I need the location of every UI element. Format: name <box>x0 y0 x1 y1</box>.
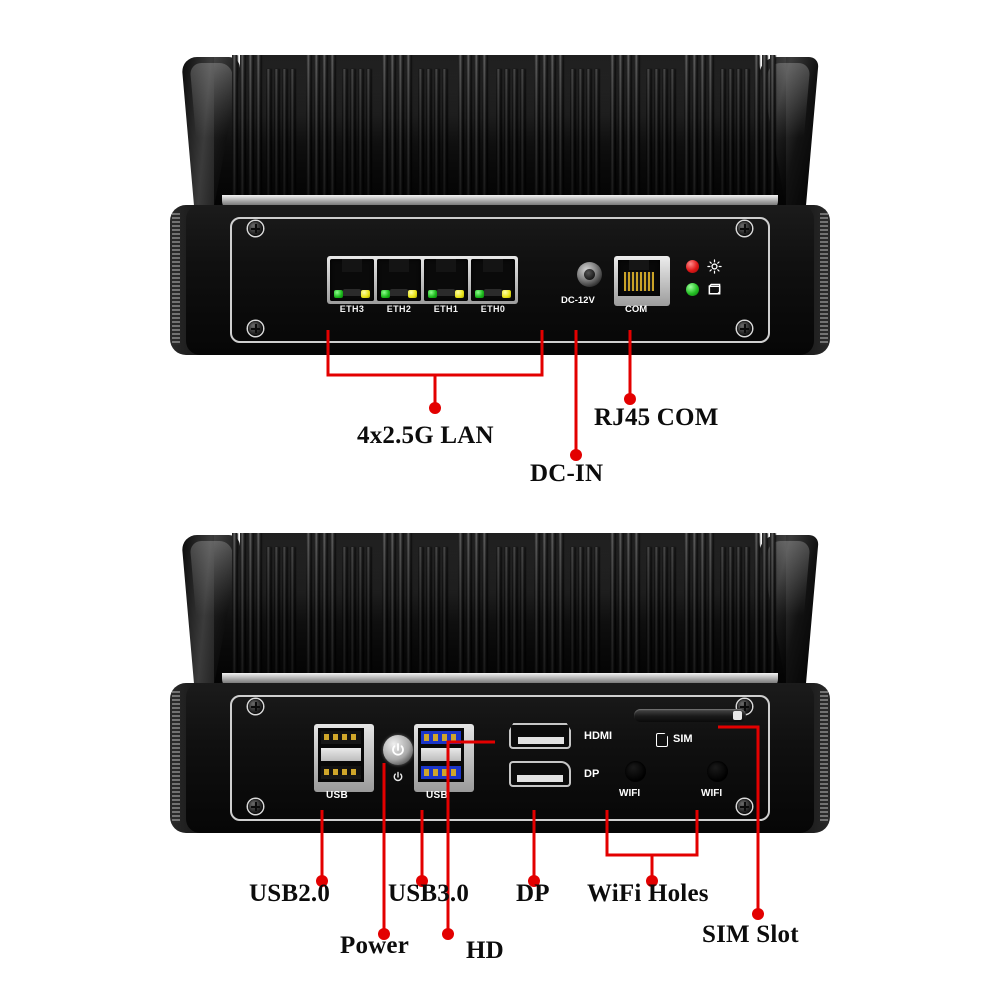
chassis-rear: ETH3 ETH2 ETH1 ETH0 DC-12V COM <box>170 55 830 355</box>
power-button[interactable] <box>383 735 413 765</box>
power-indicator-icon <box>393 771 403 782</box>
eth1-label: ETH1 <box>433 304 459 314</box>
ethernet-port-bank <box>327 256 518 304</box>
dc-power-jack[interactable] <box>577 262 602 287</box>
screw-bottom-right <box>737 321 752 336</box>
callout-sim-slot: SIM Slot <box>702 921 799 948</box>
wifi-label-1: WIFI <box>619 788 641 799</box>
ethernet-port-eth3[interactable] <box>330 259 374 301</box>
lan-dot <box>429 402 441 414</box>
callout-usb3: USB3.0 <box>388 880 470 907</box>
heatsink-rear <box>214 55 786 207</box>
screw-top-left <box>248 221 263 236</box>
usb3-label: USB <box>426 790 449 801</box>
usb3-port-stack[interactable] <box>414 724 474 792</box>
usb2-port-stack[interactable] <box>314 724 374 792</box>
knurl-left <box>172 691 180 823</box>
chassis-front: USB <box>170 533 830 833</box>
usb-lower-port <box>421 766 461 779</box>
hdmi-port[interactable] <box>509 723 571 749</box>
usb-divider <box>421 748 461 761</box>
callout-wifi-holes: WiFi Holes <box>587 880 709 907</box>
knurl-right <box>820 691 828 823</box>
eth2-label: ETH2 <box>386 304 412 314</box>
eth-activity-led <box>455 290 464 298</box>
com-port-pins <box>624 272 654 291</box>
sun-icon <box>707 259 722 274</box>
heatsink-front <box>214 533 786 685</box>
eth-activity-led <box>502 290 511 298</box>
usb-lower-port <box>321 766 361 779</box>
screw-top-left <box>248 699 263 714</box>
hdmi-label: HDMI <box>584 730 613 742</box>
callout-lan: 4x2.5G LAN <box>357 422 494 449</box>
sim-card-icon <box>656 733 668 747</box>
usb-pins <box>324 734 358 741</box>
eth-tab <box>484 289 502 296</box>
callout-dp: DP <box>516 880 550 907</box>
com-port-cavity <box>618 260 660 296</box>
sim-label: SIM <box>673 733 693 745</box>
wifi-antenna-hole-1 <box>625 761 646 782</box>
screw-bottom-right <box>737 799 752 814</box>
eth-link-led <box>334 290 343 298</box>
screw-top-right <box>737 221 752 236</box>
dp-port[interactable] <box>509 761 571 787</box>
eth-link-led <box>381 290 390 298</box>
com-serial-port[interactable] <box>614 256 670 306</box>
eth-tab <box>437 289 455 296</box>
sim-dot <box>752 908 764 920</box>
callout-usb2: USB2.0 <box>249 880 331 907</box>
power-led-indicator <box>686 260 699 273</box>
ethernet-port-eth1[interactable] <box>424 259 468 301</box>
eth-link-led <box>428 290 437 298</box>
eth-activity-led <box>408 290 417 298</box>
usb2-label: USB <box>326 790 349 801</box>
usb-upper-port <box>321 731 361 744</box>
usb-pins <box>324 769 358 776</box>
callout-hd: HD <box>466 937 504 964</box>
heatsink-shading <box>214 55 786 207</box>
usb-cavity <box>418 728 464 782</box>
usb-cavity <box>318 728 364 782</box>
screw-bottom-left <box>248 321 263 336</box>
disk-icon <box>708 283 721 295</box>
usb-divider <box>321 748 361 761</box>
wifi-label-2: WIFI <box>701 788 723 799</box>
sim-card-tray[interactable] <box>634 709 746 722</box>
front-face-plate: USB <box>186 683 814 833</box>
eth-link-led <box>475 290 484 298</box>
callout-rj45-com: RJ45 COM <box>594 404 719 431</box>
rear-face-plate: ETH3 ETH2 ETH1 ETH0 DC-12V COM <box>186 205 814 355</box>
eth3-label: ETH3 <box>339 304 365 314</box>
ethernet-port-eth2[interactable] <box>377 259 421 301</box>
dp-label: DP <box>584 768 600 780</box>
hdd-led-indicator <box>686 283 699 296</box>
face-plate-outline <box>230 695 770 821</box>
power-icon <box>392 743 404 756</box>
knurl-left <box>172 213 180 345</box>
usb-pins <box>424 769 458 776</box>
hd-dot <box>442 928 454 940</box>
heatsink-shading <box>214 533 786 685</box>
dc-jack-label: DC-12V <box>561 295 595 306</box>
wifi-antenna-hole-2 <box>707 761 728 782</box>
usb-pins <box>424 734 458 741</box>
callout-power: Power <box>340 932 410 959</box>
eth-tab <box>390 289 408 296</box>
eth-tab <box>343 289 361 296</box>
usb-upper-port <box>421 731 461 744</box>
callout-dc-in: DC-IN <box>530 460 604 487</box>
eth0-label: ETH0 <box>480 304 506 314</box>
ethernet-port-eth0[interactable] <box>471 259 515 301</box>
screw-bottom-left <box>248 799 263 814</box>
eth-activity-led <box>361 290 370 298</box>
knurl-right <box>820 213 828 345</box>
com-port-label: COM <box>625 304 648 315</box>
